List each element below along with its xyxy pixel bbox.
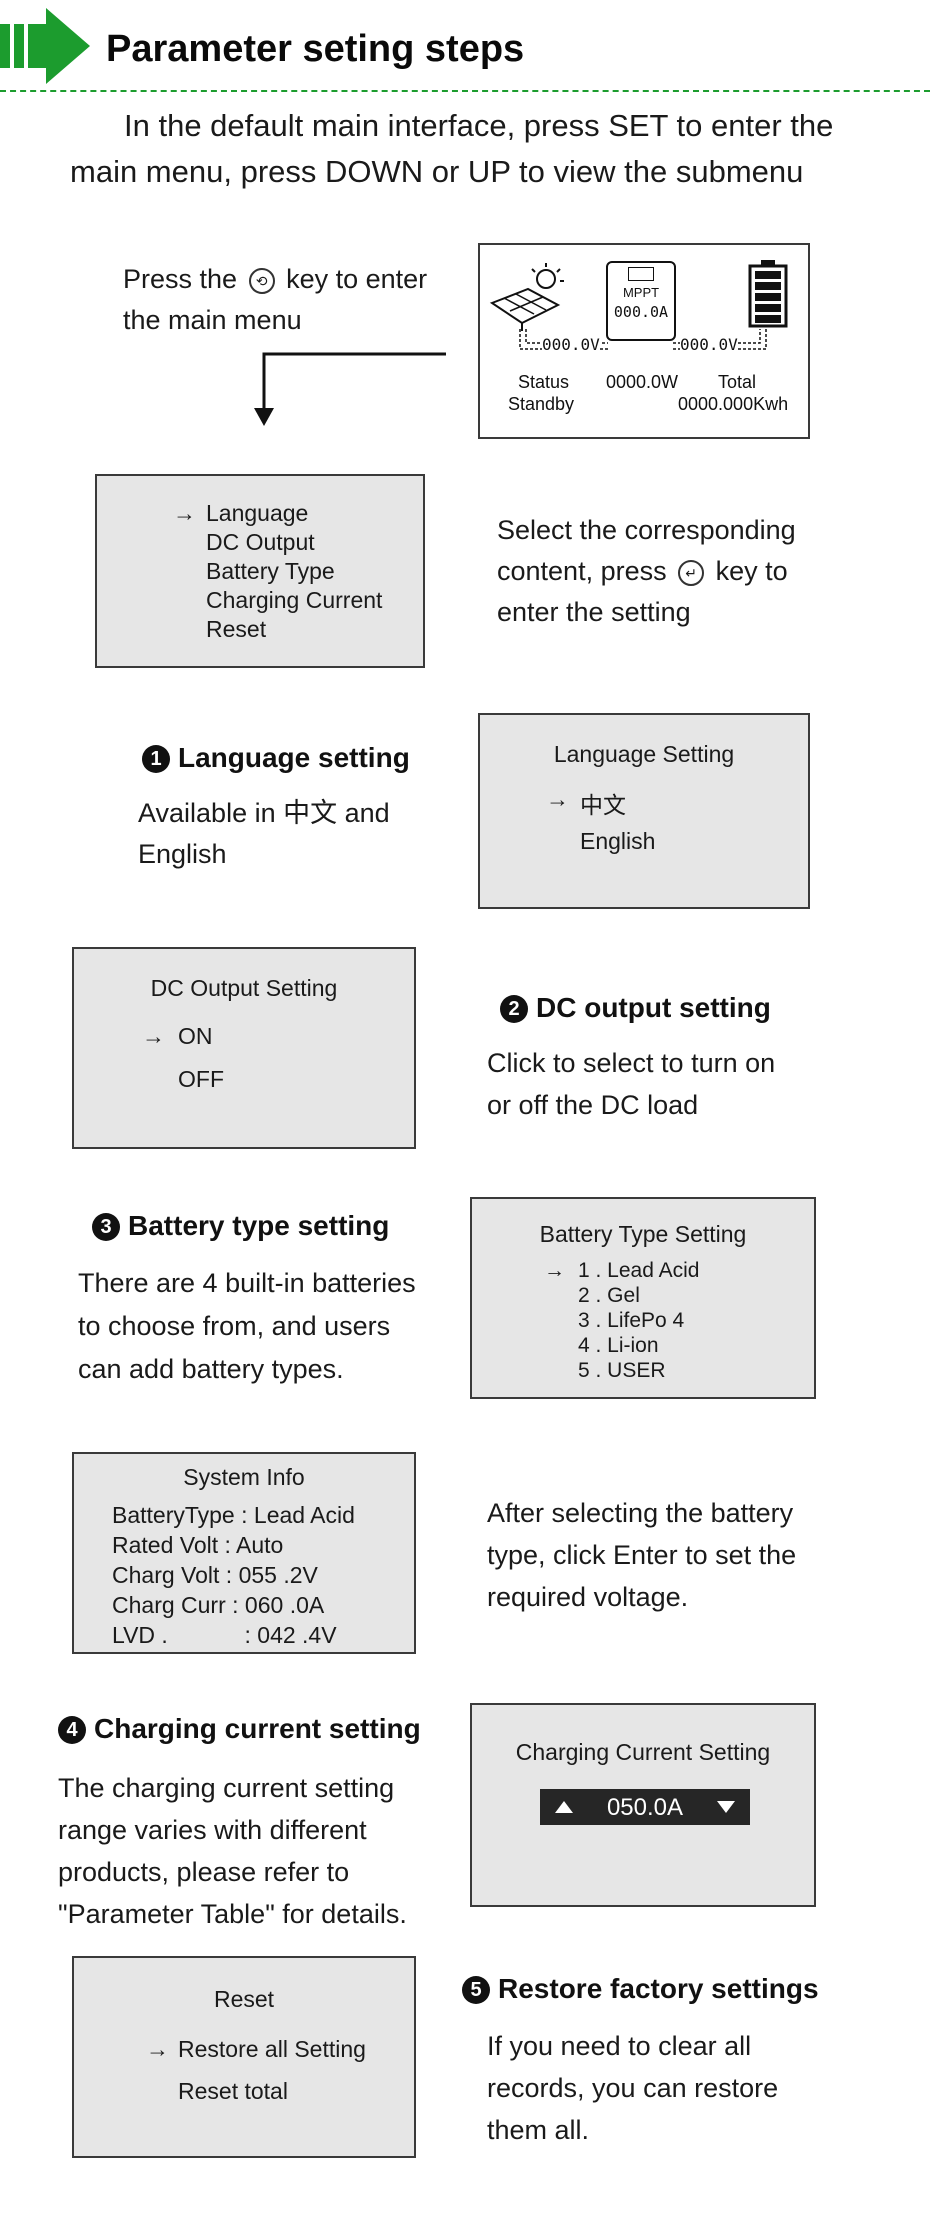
system-info-desc-line-2: type, click Enter to set the xyxy=(487,1540,797,1570)
mppt-controller-icon: MPPT 000.0A xyxy=(606,261,676,341)
charging-desc-line-3: products, please refer to xyxy=(58,1857,350,1887)
step-number-5: 5 xyxy=(462,1976,490,2004)
battery-arrow: → xyxy=(544,1259,565,1282)
reset-desc-line-1: If you need to clear all xyxy=(487,2031,752,2061)
intro-line-2: main menu, press DOWN or UP to view the … xyxy=(70,154,804,189)
language-screen-title: Language Setting xyxy=(553,741,735,767)
battery-option-5: 5 . USER xyxy=(578,1359,666,1382)
system-info-title: System Info xyxy=(183,1464,305,1490)
main-menu-screen: → Language DC Output Battery Type Chargi… xyxy=(95,474,425,668)
reset-option-reset-total: Reset total xyxy=(178,2078,288,2104)
mppt-current: 000.0A xyxy=(613,303,669,321)
step-number-1: 1 xyxy=(142,745,170,773)
menu-arrow: → xyxy=(173,500,196,526)
battery-option-2: 2 . Gel xyxy=(578,1284,640,1307)
language-setting-screen: Language Setting → 中文 English xyxy=(478,713,810,909)
battery-icon xyxy=(748,260,788,328)
system-info-desc-line-3: required voltage. xyxy=(487,1582,689,1612)
language-desc-line-2: English xyxy=(138,839,227,869)
reset-option-restore-all: Restore all Setting xyxy=(178,2036,366,2062)
battery-option-3: 3 . LifePo 4 xyxy=(578,1309,685,1332)
menu-item-charging-current: Charging Current xyxy=(206,587,383,613)
enter-key-icon: ↵ xyxy=(678,560,705,586)
pv-voltage: 000.0V xyxy=(542,335,600,354)
step-number-4: 4 xyxy=(58,1716,86,1744)
main-menu-instruction-line-2: the main menu xyxy=(123,305,302,335)
main-interface-screen: MPPT 000.0A 000.0V 000.0V Status Standby… xyxy=(478,243,810,439)
system-info-row-charg-volt: Charg Volt : 055 .2V xyxy=(112,1562,318,1588)
dc-output-option-on: ON xyxy=(178,1023,213,1049)
power-readout: 0000.0W xyxy=(606,372,679,392)
system-info-screen: System Info BatteryType : Lead Acid Rate… xyxy=(72,1452,416,1654)
dc-output-desc-line-1: Click to select to turn on xyxy=(487,1048,776,1078)
charging-screen-title: Charging Current Setting xyxy=(515,1739,771,1765)
system-info-row-rated-volt: Rated Volt : Auto xyxy=(112,1532,284,1558)
battery-option-4: 4 . Li-ion xyxy=(578,1334,659,1357)
decrease-arrow-icon xyxy=(717,1801,735,1813)
battery-desc-line-2: to choose from, and users xyxy=(78,1311,391,1341)
header-banner: Parameter seting steps xyxy=(0,0,930,95)
battery-voltage: 000.0V xyxy=(680,335,738,354)
menu-item-language: Language xyxy=(206,500,309,526)
total-value: 0000.000Kwh xyxy=(678,394,789,414)
battery-screen-title: Battery Type Setting xyxy=(539,1221,747,1247)
step-number-2: 2 xyxy=(500,995,528,1023)
flow-arrow-icon xyxy=(254,352,446,426)
battery-desc-line-1: There are 4 built-in batteries xyxy=(78,1268,416,1298)
status-value: Standby xyxy=(508,394,575,414)
dc-output-option-off: OFF xyxy=(178,1066,224,1092)
increase-arrow-icon xyxy=(555,1801,573,1813)
charging-desc-line-1: The charging current setting xyxy=(58,1773,395,1803)
language-option-chinese: 中文 xyxy=(580,792,626,818)
system-info-row-charg-curr: Charg Curr : 060 .0A xyxy=(112,1592,325,1618)
charging-desc-line-2: range varies with different xyxy=(58,1815,367,1845)
mppt-display-icon xyxy=(628,267,654,281)
charging-current-setting-screen: Charging Current Setting 050.0A xyxy=(470,1703,816,1907)
reset-desc-line-3: them all. xyxy=(487,2115,590,2145)
battery-type-setting-screen: Battery Type Setting → 1 . Lead Acid 2 .… xyxy=(470,1197,816,1399)
status-label: Status xyxy=(518,372,570,392)
charging-current-value: 050.0A xyxy=(606,1794,684,1821)
language-option-english: English xyxy=(580,828,656,854)
menu-item-dc-output: DC Output xyxy=(206,529,315,555)
reset-screen-title: Reset xyxy=(213,1986,275,2012)
system-info-row-lvd: LVD . : 042 .4V xyxy=(112,1622,337,1648)
menu-desc-line-2: content, press ↵ key to xyxy=(497,556,788,586)
main-menu-instruction-line-1: Press the ⟲ key to enter xyxy=(123,264,428,294)
charging-desc-line-4: "Parameter Table" for details. xyxy=(58,1899,407,1929)
dc-output-setting-screen: DC Output Setting → ON OFF xyxy=(72,947,416,1149)
battery-desc-line-3: can add battery types. xyxy=(78,1354,344,1384)
reset-arrow: → xyxy=(146,2036,169,2062)
language-arrow: → xyxy=(546,786,569,812)
charging-value-box: 050.0A xyxy=(540,1789,750,1825)
page-title: Parameter seting steps xyxy=(106,28,525,70)
menu-desc-line-1: Select the corresponding xyxy=(497,515,796,545)
dc-output-arrow: → xyxy=(142,1023,165,1049)
solar-panel-icon xyxy=(489,263,564,331)
mppt-label: MPPT xyxy=(622,285,660,300)
dc-output-desc-line-2: or off the DC load xyxy=(487,1090,699,1120)
system-info-desc-line-1: After selecting the battery xyxy=(487,1498,794,1528)
set-key-icon: ⟲ xyxy=(248,268,275,294)
menu-item-reset: Reset xyxy=(206,616,267,642)
battery-option-1: 1 . Lead Acid xyxy=(578,1259,700,1282)
dc-output-screen-title: DC Output Setting xyxy=(150,975,338,1001)
header-divider xyxy=(0,90,930,92)
reset-screen: Reset → Restore all Setting Reset total xyxy=(72,1956,416,2158)
intro-line-1: In the default main interface, press SET… xyxy=(124,108,834,143)
menu-item-battery-type: Battery Type xyxy=(206,558,335,584)
menu-desc-line-3: enter the setting xyxy=(497,597,691,627)
green-arrow-icon xyxy=(0,8,90,84)
system-info-row-battery-type: BatteryType : Lead Acid xyxy=(112,1502,355,1528)
reset-desc-line-2: records, you can restore xyxy=(487,2073,779,2103)
step-number-3: 3 xyxy=(92,1213,120,1241)
total-label: Total xyxy=(718,372,757,392)
language-desc-line-1: Available in 中文 and xyxy=(138,798,390,828)
